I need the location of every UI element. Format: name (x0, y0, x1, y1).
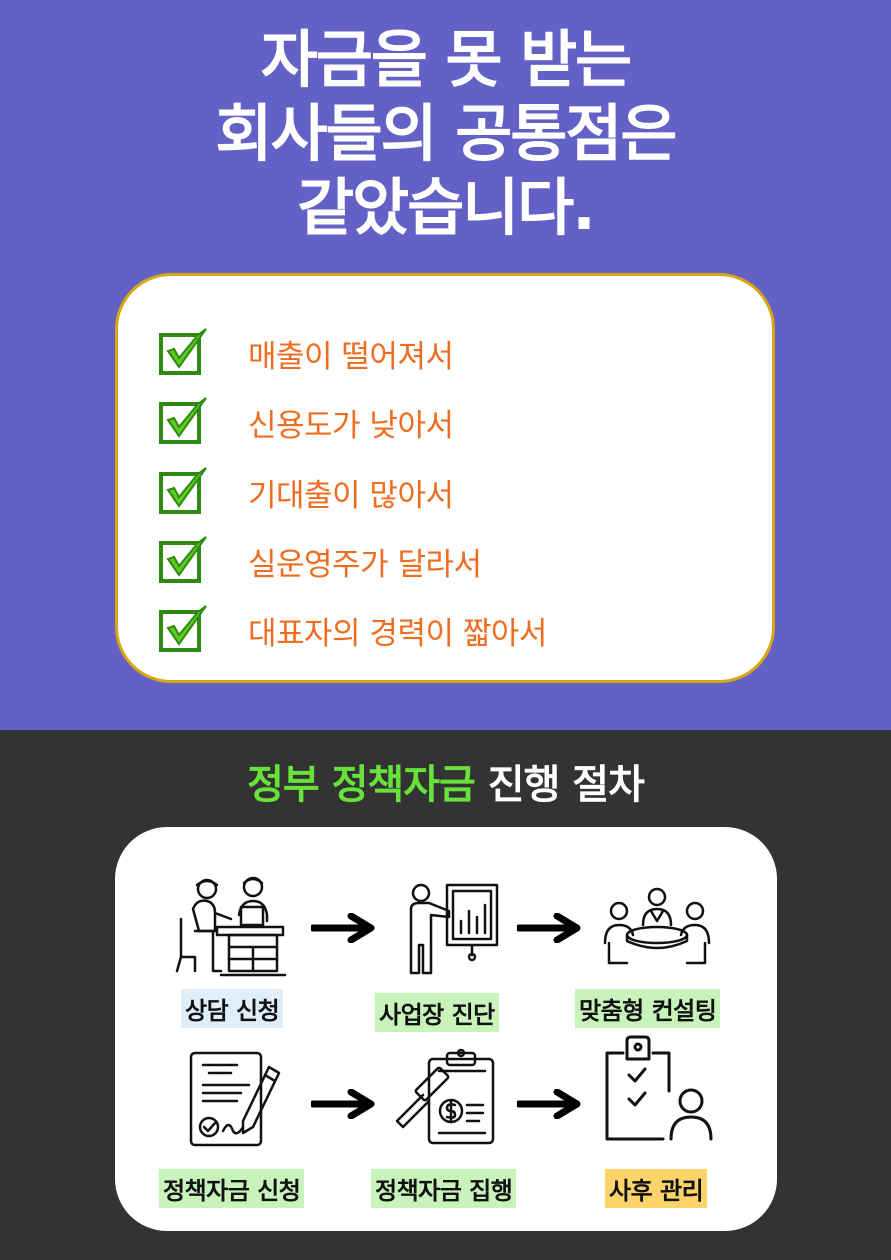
checkbox-checked-icon (159, 328, 207, 375)
checklist-person-icon (605, 1035, 713, 1141)
top-section: 자금을 못 받는 회사들의 공통점은 같았습니다. 매출이 떨어져서 신용도가 … (0, 0, 891, 730)
step-label-consultation: 상담 신청 (181, 989, 284, 1028)
arrow-right-icon (311, 1089, 375, 1119)
step-label-fund-execution: 정책자금 집행 (371, 1169, 517, 1208)
checkbox-checked-icon (159, 397, 207, 444)
step-label-diagnosis: 사업장 진단 (375, 993, 499, 1032)
checklist-item-label: 실운영주가 달라서 (248, 547, 482, 583)
procedure-title-rest: 진행 절차 (487, 762, 645, 808)
checklist-item: 신용도가 낮아서 (118, 388, 778, 448)
meeting-icon (603, 887, 711, 965)
checklist-item-label: 신용도가 낮아서 (248, 408, 454, 444)
checkbox-checked-icon (159, 605, 207, 652)
clipboard-auction-money-icon (395, 1048, 495, 1145)
checklist-item: 기대출이 많아서 (118, 458, 778, 518)
arrow-right-icon (517, 913, 581, 943)
headline-line-1: 자금을 못 받는 (260, 23, 632, 96)
step-label-consulting: 맞춤형 컨설팅 (575, 989, 721, 1028)
checklist-item: 대표자의 경력이 짧아서 (118, 596, 778, 656)
consultation-icon (175, 876, 287, 977)
signed-contract-icon (189, 1051, 281, 1147)
checklist-item: 실운영주가 달라서 (118, 527, 778, 587)
step-label-aftercare: 사후 관리 (605, 1169, 708, 1208)
procedure-card: 상담 신청 사업장 진단 맞춤형 컨설팅 (115, 827, 777, 1231)
checkbox-checked-icon (159, 467, 207, 514)
procedure-title: 정부 정책자금 진행 절차 (0, 752, 891, 810)
checklist-item-label: 대표자의 경력이 짧아서 (248, 616, 547, 652)
checklist-item: 매출이 떨어져서 (118, 319, 778, 379)
presentation-icon (409, 883, 499, 975)
headline-line-2: 회사들의 공통점은 (215, 97, 678, 170)
arrow-right-icon (517, 1089, 581, 1119)
checklist-item-label: 기대출이 많아서 (248, 478, 454, 514)
checkbox-checked-icon (159, 536, 207, 583)
checklist-card: 매출이 떨어져서 신용도가 낮아서 기대출이 많아서 실운영주가 달라서 (115, 273, 775, 683)
checklist-item-label: 매출이 떨어져서 (248, 339, 454, 375)
step-label-fund-application: 정책자금 신청 (159, 1169, 305, 1208)
procedure-title-highlight: 정부 정책자금 (247, 762, 476, 808)
headline-line-3: 같았습니다. (297, 171, 596, 244)
arrow-right-icon (311, 913, 375, 943)
